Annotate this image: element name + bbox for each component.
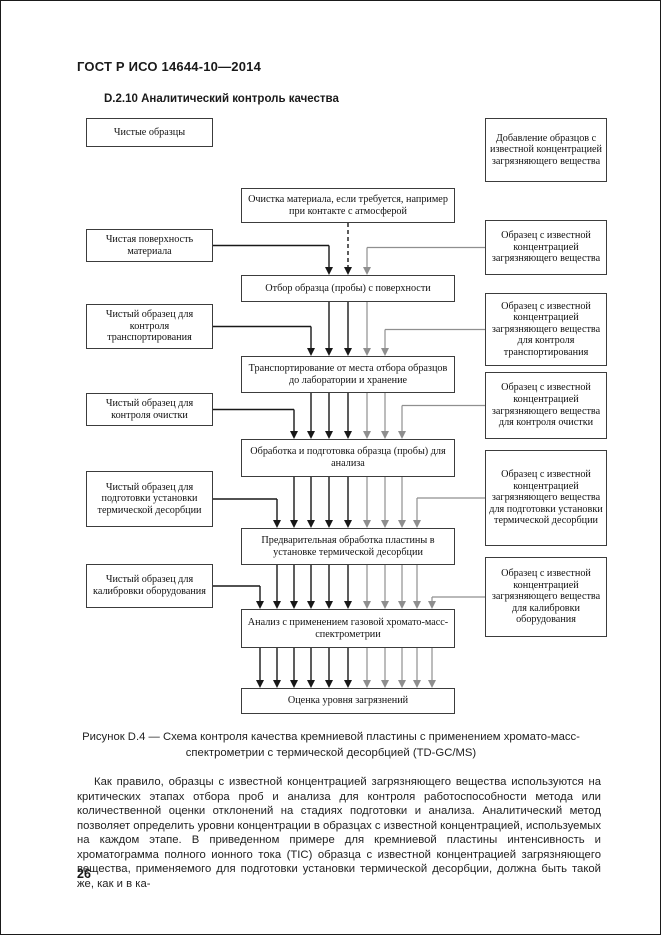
flow-box-transportation-storage: Транспортирование от места отбора образц… [241,356,455,393]
flow-box-clean-sample-calibration: Чистый образец для калибровки оборудован… [86,564,213,608]
flow-box-surface-sampling: Отбор образца (пробы) с поверхности [241,275,455,302]
flow-box-clean-material-surface: Чистая поверхность материала [86,229,213,262]
flow-box-material-cleaning: Очистка материала, если требуется, напри… [241,188,455,223]
flow-box-spiked-sample-calibration: Образец с известной концентрацией загряз… [485,557,607,637]
flow-box-spiked-sample: Образец с известной концентрацией загряз… [485,220,607,275]
flow-box-clean-sample-transport-control: Чистый образец для контроля транспортиро… [86,304,213,349]
flow-box-clean-sample-td-setup: Чистый образец для подготовки установки … [86,471,213,527]
flow-box-wafer-pretreatment-td: Предварительная обработка пластины в уст… [241,528,455,565]
flow-box-spiked-sample-cleaning-control: Образец с известной концентрацией загряз… [485,372,607,439]
flow-box-spiked-samples-note: Добавление образцов с известной концентр… [485,118,607,182]
flow-box-clean-sample-cleaning-control: Чистый образец для контроля очистки [86,393,213,426]
flow-box-sample-preparation: Обработка и подготовка образца (пробы) д… [241,439,455,477]
page-number: 26 [77,867,91,881]
flow-box-spiked-sample-transport-control: Образец с известной концентрацией загряз… [485,293,607,366]
figure-caption: Рисунок D.4 — Схема контроля качества кр… [82,731,580,759]
body-paragraph: Как правило, образцы с известной концент… [77,776,601,890]
flow-box-clean-samples: Чистые образцы [86,118,213,147]
document-header: ГОСТ Р ИСО 14644-10—2014 [77,59,262,74]
flow-box-spiked-sample-td-setup: Образец с известной концентрацией загряз… [485,450,607,546]
flow-box-contamination-assessment: Оценка уровня загрязнений [241,688,455,714]
section-heading: D.2.10 Аналитический контроль качества [104,93,339,105]
flow-box-gc-ms-analysis: Анализ с применением газовой хромато-мас… [241,609,455,648]
